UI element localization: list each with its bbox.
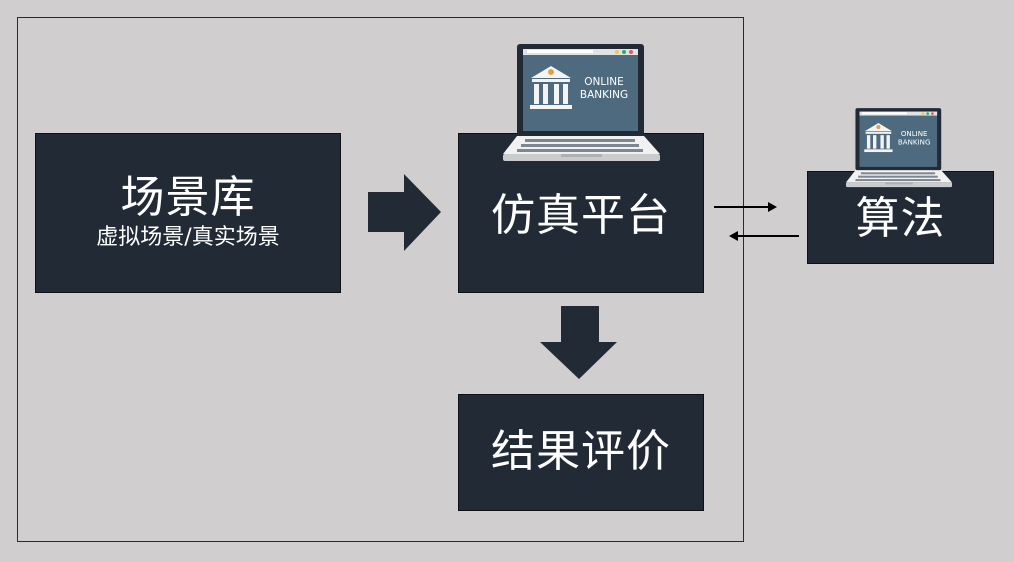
- bank-building-icon: [530, 66, 572, 109]
- simulation-platform-title: 仿真平台: [491, 189, 671, 241]
- platform-frame: [17, 17, 744, 542]
- result-evaluation-box: 结果评价: [458, 394, 704, 511]
- scene-library-box: 场景库 虚拟场景/真实场景: [35, 133, 341, 293]
- from-algorithm-arrow: [729, 231, 799, 241]
- down-block-arrow: [540, 306, 617, 379]
- scene-library-subtitle: 虚拟场景/真实场景: [96, 225, 280, 250]
- to-algorithm-arrow: [714, 202, 777, 212]
- bank-building-icon: [864, 123, 893, 153]
- algorithm-title: 算法: [855, 193, 946, 245]
- laptop-small-line1: ONLINE: [901, 129, 928, 138]
- scene-library-title: 场景库: [120, 172, 256, 224]
- laptop-large-line1: ONLINE: [584, 76, 624, 88]
- right-block-arrow: [368, 174, 441, 251]
- result-evaluation-title: 结果评价: [491, 426, 671, 478]
- laptop-bank-icon: ONLINE BANKING: [846, 108, 952, 188]
- laptop-small-line2: BANKING: [898, 138, 931, 147]
- laptop-large-line2: BANKING: [580, 89, 628, 101]
- laptop-bank-icon: ONLINE BANKING: [503, 44, 660, 161]
